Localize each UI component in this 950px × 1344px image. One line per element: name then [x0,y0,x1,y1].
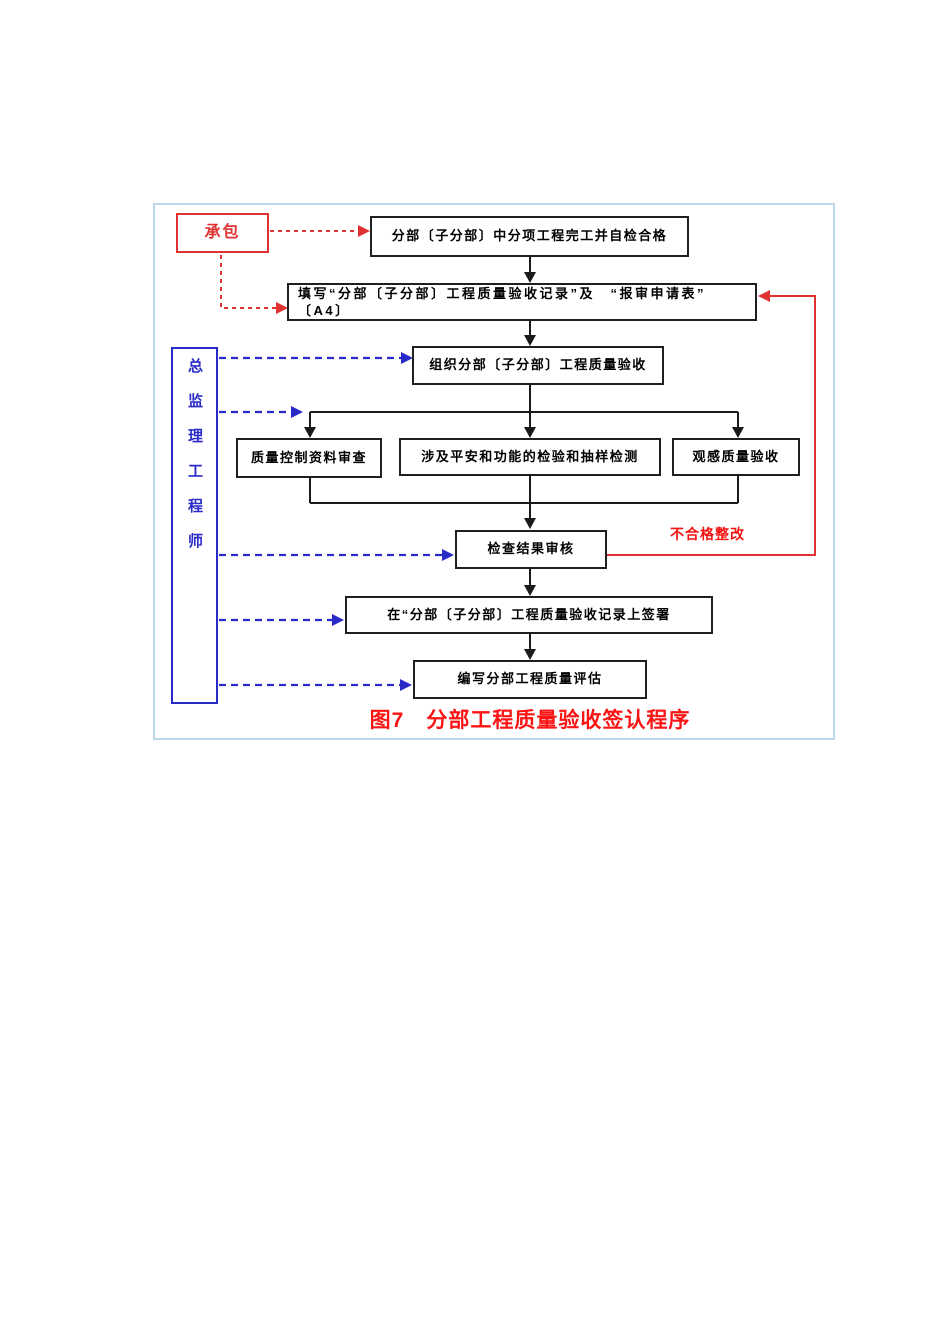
flow-box-self-check: 分部〔子分部〕中分项工程完工并自检合格 [370,216,689,257]
flow-box-fill-record: 填写“分部〔子分部〕工程质量验收记录”及 “报审申请表” 〔A4〕 [287,283,757,321]
red-dashed-arrowheads [276,225,370,314]
flow-box-write-evaluation: 编写分部工程质量评估 [413,660,647,699]
flow-box-sign-record: 在“分部〔子分部〕工程质量验收记录上签署 [345,596,713,634]
fill-record-line2: 〔A4〕 [298,303,351,318]
blue-dashed-arrows [219,356,442,687]
black-arrowheads [304,272,744,660]
flow-box-visual-acceptance: 观感质量验收 [672,438,800,476]
fill-record-line1: 填写“分部〔子分部〕工程质量验收记录”及 “报审申请表” [298,286,707,301]
red-dashed-arrows [220,230,359,309]
supervisor-box: 总监理工程师 [171,347,218,704]
flow-box-organize: 组织分部〔子分部〕工程质量验收 [412,346,664,385]
rework-feedback-label: 不合格整改 [670,526,745,542]
figure-caption: 图7 分部工程质量验收签认程序 [369,709,691,732]
flow-box-safety-inspection: 涉及平安和功能的检验和抽样检测 [399,438,661,476]
supervisor-label: 总监理工程师 [186,358,203,568]
black-flow-connectors [309,257,739,649]
flow-box-doc-review: 质量控制资料审查 [236,438,382,478]
contractor-box: 承包 [176,213,269,253]
red-feedback-arrowhead [758,290,770,302]
flow-box-result-review: 检查结果审核 [455,530,607,569]
blue-dashed-arrowheads [291,352,454,691]
red-feedback-line [607,290,816,556]
